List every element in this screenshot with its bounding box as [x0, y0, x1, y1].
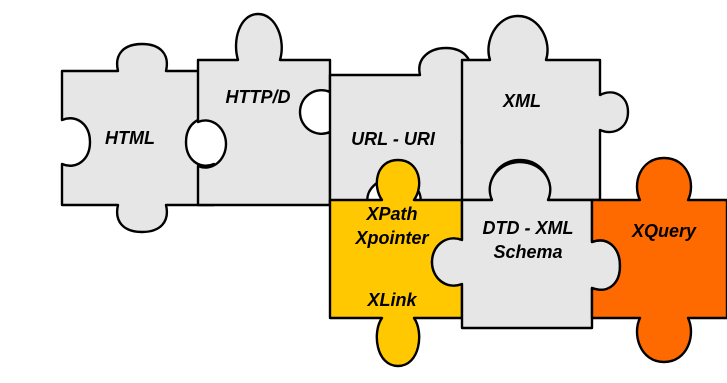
url-label: URL - URI [351, 129, 436, 149]
xml-piece [460, 14, 630, 202]
http-piece [196, 12, 332, 207]
xquery-piece [590, 156, 727, 364]
dtd-label: DTD - XML [483, 218, 574, 238]
xlink-label: XLink [366, 290, 417, 310]
schema-label: Schema [493, 242, 562, 262]
html-label: HTML [105, 128, 155, 148]
xquery-label: XQuery [631, 221, 697, 241]
http-label: HTTP/D [226, 87, 291, 107]
xml-label: XML [502, 91, 541, 111]
xpointer-label: Xpointer [354, 228, 429, 248]
xpath-label: XPath [365, 204, 417, 224]
